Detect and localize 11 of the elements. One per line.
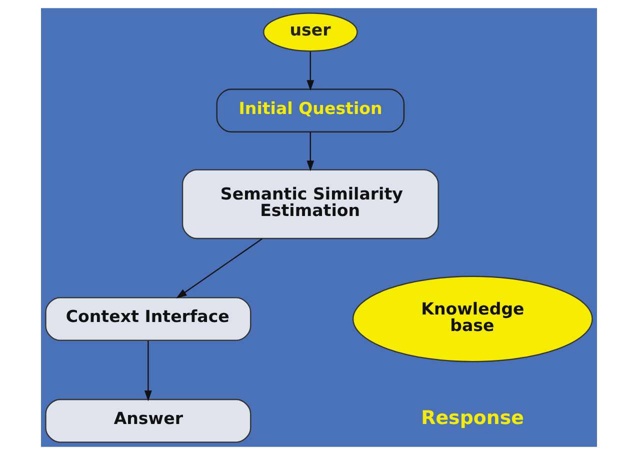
node-box: Context Interface xyxy=(44,297,251,341)
label: Response xyxy=(420,407,524,430)
arrow xyxy=(306,132,314,172)
node-box: Answer xyxy=(44,398,251,443)
node-ellipse: Knowledge base xyxy=(352,276,592,362)
arrow xyxy=(144,340,152,402)
node-ellipse: user xyxy=(262,12,358,52)
arrow xyxy=(306,52,314,91)
node-box: Initial Question xyxy=(216,88,404,132)
node-box: Semantic Similarity Estimation xyxy=(181,169,438,240)
arrow xyxy=(176,238,262,298)
